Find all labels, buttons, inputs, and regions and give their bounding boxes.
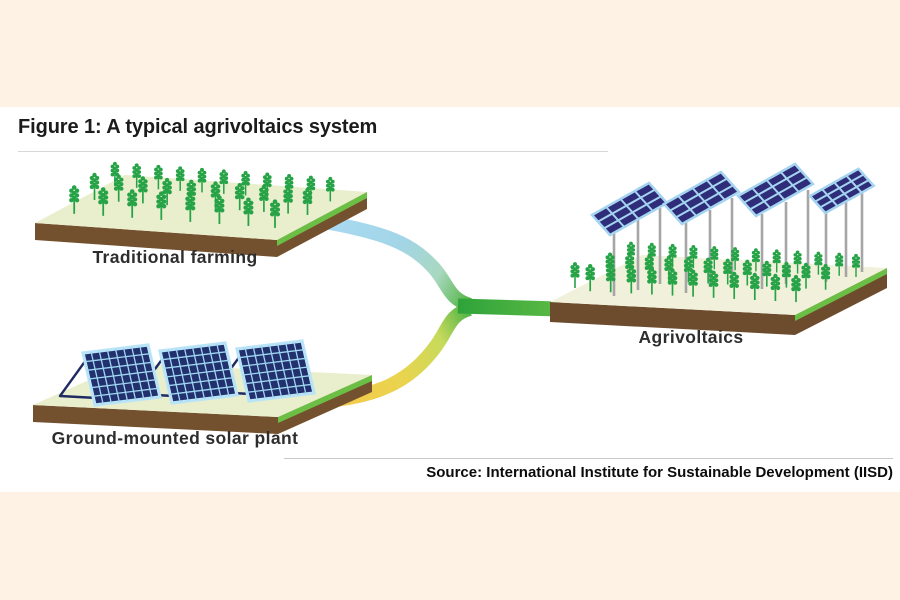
solar-panel-icon bbox=[235, 339, 316, 403]
grass-edge bbox=[278, 375, 372, 423]
elevated-solar-panel-icon bbox=[736, 162, 815, 218]
source-attribution: Source: International Institute for Sust… bbox=[426, 464, 893, 481]
source-divider bbox=[284, 458, 893, 459]
elevated-solar-panel-icon bbox=[808, 167, 875, 215]
solar-panel-icon bbox=[158, 341, 239, 405]
soil-face bbox=[550, 268, 887, 335]
flow-ribbon-merged-green bbox=[457, 298, 559, 317]
node-label-traditional-farming: Traditional farming bbox=[92, 247, 258, 267]
grass-edge bbox=[277, 192, 367, 246]
elevated-solar-panel-icon bbox=[662, 170, 741, 226]
title-divider bbox=[18, 151, 608, 152]
soil-face bbox=[33, 375, 372, 434]
node-label-ground-mounted-solar: Ground-mounted solar plant bbox=[51, 428, 299, 448]
ground-mounted-solar-illustration bbox=[33, 339, 372, 434]
node-label-agrivoltaics: Agrivoltaics bbox=[638, 327, 744, 347]
solar-panel-icon bbox=[81, 343, 162, 407]
grass-edge bbox=[795, 268, 887, 321]
traditional-farming-illustration bbox=[35, 161, 367, 257]
flow-ribbon-traditional-to-agrivoltaics bbox=[306, 212, 473, 312]
agrivoltaics-illustration bbox=[550, 162, 887, 335]
figure-title: Figure 1: A typical agrivoltaics system bbox=[18, 116, 378, 138]
elevated-solar-panel-icon bbox=[590, 181, 669, 237]
